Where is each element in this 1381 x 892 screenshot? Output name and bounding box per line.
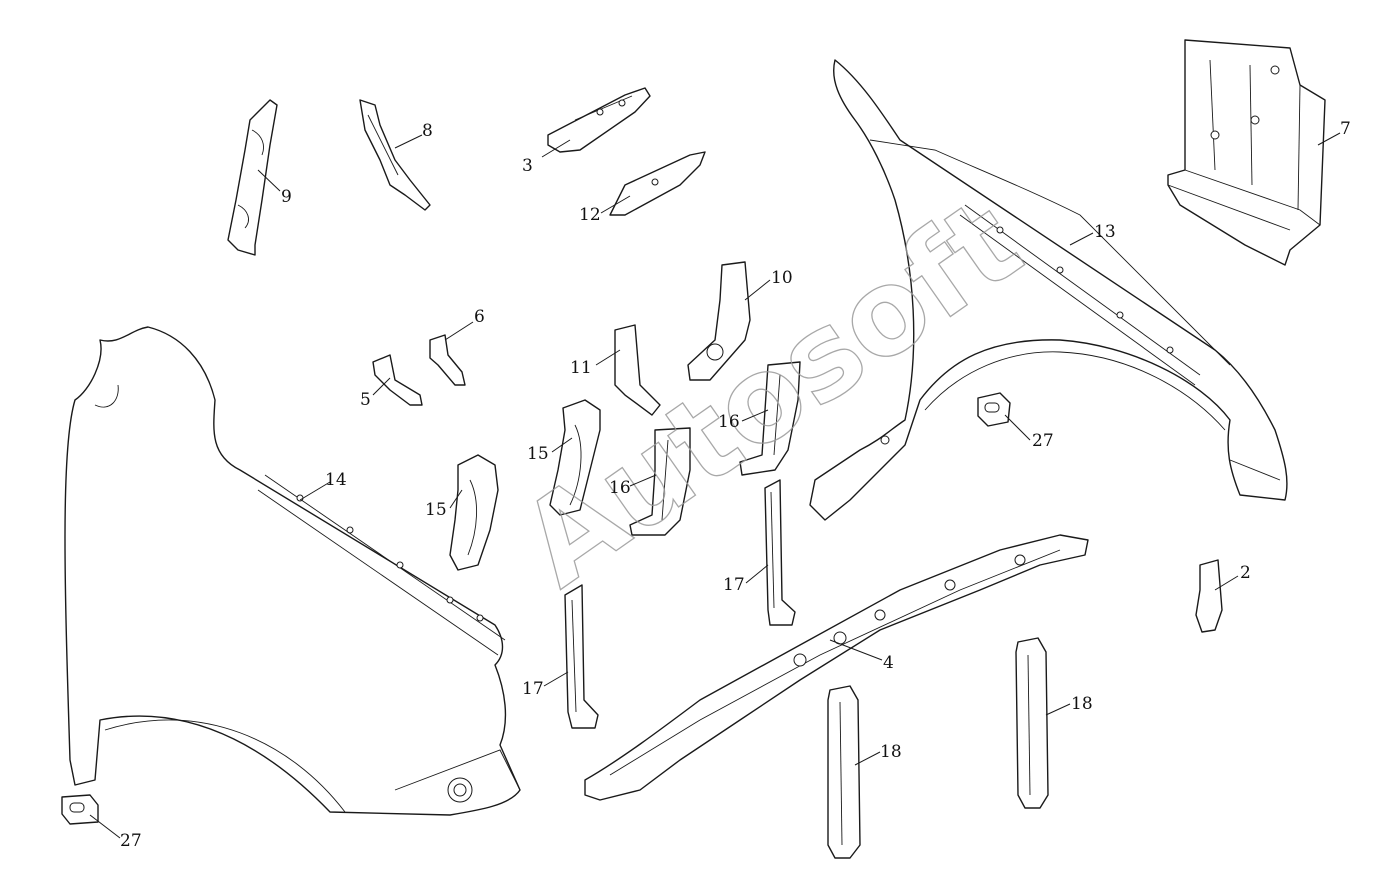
callout-16a: 16 bbox=[609, 478, 631, 498]
part-14-left-fender[interactable] bbox=[64, 326, 521, 816]
callout-27b: 27 bbox=[1032, 431, 1054, 451]
part-2-bracket[interactable] bbox=[1195, 559, 1223, 633]
callout-16b: 16 bbox=[718, 412, 740, 432]
part-27-pad-b[interactable] bbox=[977, 392, 1011, 427]
part-17-strip-a[interactable] bbox=[564, 584, 599, 729]
part-5-bracket[interactable] bbox=[372, 354, 423, 406]
part-16-bracket-b[interactable] bbox=[739, 361, 801, 476]
callout-4: 4 bbox=[883, 653, 894, 673]
callout-15b: 15 bbox=[527, 444, 549, 464]
callout-5: 5 bbox=[360, 390, 371, 410]
callout-6: 6 bbox=[474, 307, 485, 327]
part-15-bracket-a[interactable] bbox=[449, 454, 499, 571]
part-9-bracket[interactable] bbox=[227, 99, 278, 256]
part-13-right-fender[interactable] bbox=[809, 59, 1288, 521]
callout-9: 9 bbox=[281, 187, 292, 207]
callout-14: 14 bbox=[325, 470, 347, 490]
part-10-bracket[interactable] bbox=[687, 261, 751, 381]
part-18-strip-b[interactable] bbox=[1015, 637, 1049, 809]
callout-18a: 18 bbox=[880, 742, 902, 762]
part-7-wheelhouse-panel[interactable] bbox=[1167, 39, 1326, 266]
callout-17b: 17 bbox=[723, 575, 745, 595]
leader-lines bbox=[89, 132, 1341, 839]
callout-10: 10 bbox=[771, 268, 793, 288]
part-4-cross-member[interactable] bbox=[584, 534, 1089, 801]
part-3-bracket[interactable] bbox=[547, 87, 651, 153]
callout-2: 2 bbox=[1240, 563, 1251, 583]
part-11-bracket[interactable] bbox=[614, 324, 661, 416]
callout-27a: 27 bbox=[120, 831, 142, 851]
callout-12: 12 bbox=[579, 205, 601, 225]
callout-8: 8 bbox=[422, 121, 433, 141]
callout-18b: 18 bbox=[1071, 694, 1093, 714]
part-18-strip-a[interactable] bbox=[827, 685, 861, 859]
part-27-pad-a[interactable] bbox=[61, 794, 99, 825]
callout-3: 3 bbox=[522, 156, 533, 176]
callout-7: 7 bbox=[1340, 119, 1351, 139]
part-8-bracket[interactable] bbox=[359, 99, 431, 211]
part-6-bracket[interactable] bbox=[429, 334, 466, 386]
callout-11: 11 bbox=[570, 358, 592, 378]
callout-13: 13 bbox=[1094, 222, 1116, 242]
callout-17a: 17 bbox=[522, 679, 544, 699]
part-16-bracket-a[interactable] bbox=[629, 427, 691, 536]
callout-15a: 15 bbox=[425, 500, 447, 520]
part-12-bracket[interactable] bbox=[609, 151, 706, 216]
part-17-strip-b[interactable] bbox=[764, 479, 796, 626]
part-15-bracket-b[interactable] bbox=[549, 399, 601, 516]
